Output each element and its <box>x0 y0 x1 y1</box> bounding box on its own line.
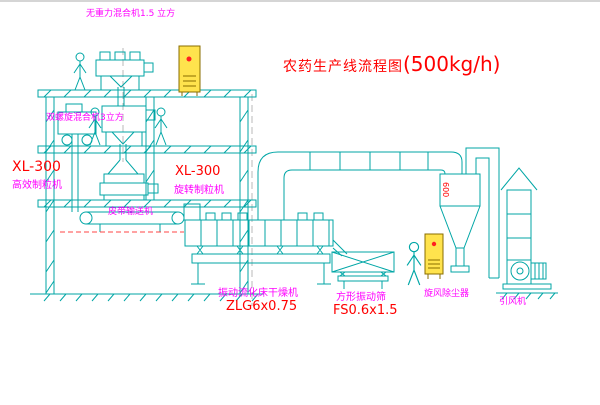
label-top-mixer: 无重力混合机1.5 立方 <box>86 9 176 19</box>
control-cabinet-right <box>424 233 444 279</box>
title-text: 农药生产线流程图 <box>283 59 403 75</box>
label-fan-name: 引风机 <box>499 297 527 307</box>
vibrating-sieve <box>331 251 395 289</box>
worker-figure-floor2-right <box>154 107 168 146</box>
rotary-granulator <box>99 159 159 200</box>
label-sieve-model: FS0.6x1.5 <box>333 303 398 318</box>
double-spiral-mixer <box>101 105 156 160</box>
induced-draft-fan <box>496 261 558 300</box>
diagram-title: 农药生产线流程图(500kg/h) <box>283 52 500 76</box>
belt-conveyor <box>79 203 201 232</box>
worker-figure-roof <box>73 52 87 91</box>
fluid-bed-dryer <box>184 212 348 285</box>
label-sieve-name: 方形振动筛 <box>336 292 386 303</box>
cyclone-separator <box>439 147 500 279</box>
high-efficiency-granulator <box>57 103 97 212</box>
label-granulator-center-name: 旋转制粒机 <box>174 185 224 196</box>
label-cyclone-dimension: 600 <box>441 182 450 198</box>
label-dryer-model: ZLG6x0.75 <box>226 299 298 314</box>
title-capacity: (500kg/h) <box>403 52 501 76</box>
label-dryer-name: 振动流化床干燥机 <box>218 288 298 299</box>
label-belt-conveyor: 皮带输送机 <box>108 207 154 217</box>
label-granulator-center-model: XL-300 <box>175 164 221 179</box>
exhaust-duct <box>257 151 463 220</box>
label-granulator-left-name: 高效制粒机 <box>12 180 62 191</box>
label-cyclone-name: 旋风除尘器 <box>424 289 470 299</box>
worker-figure-floor2-left <box>88 107 102 146</box>
exhaust-stack <box>500 167 538 285</box>
control-cabinet-top <box>178 45 201 96</box>
label-spiral-mixer: 双螺旋混合机3立方 <box>46 113 124 123</box>
worker-figure-sieve <box>406 241 422 286</box>
label-granulator-left-model: XL-300 <box>12 159 61 175</box>
gravity-mixer <box>95 51 154 106</box>
